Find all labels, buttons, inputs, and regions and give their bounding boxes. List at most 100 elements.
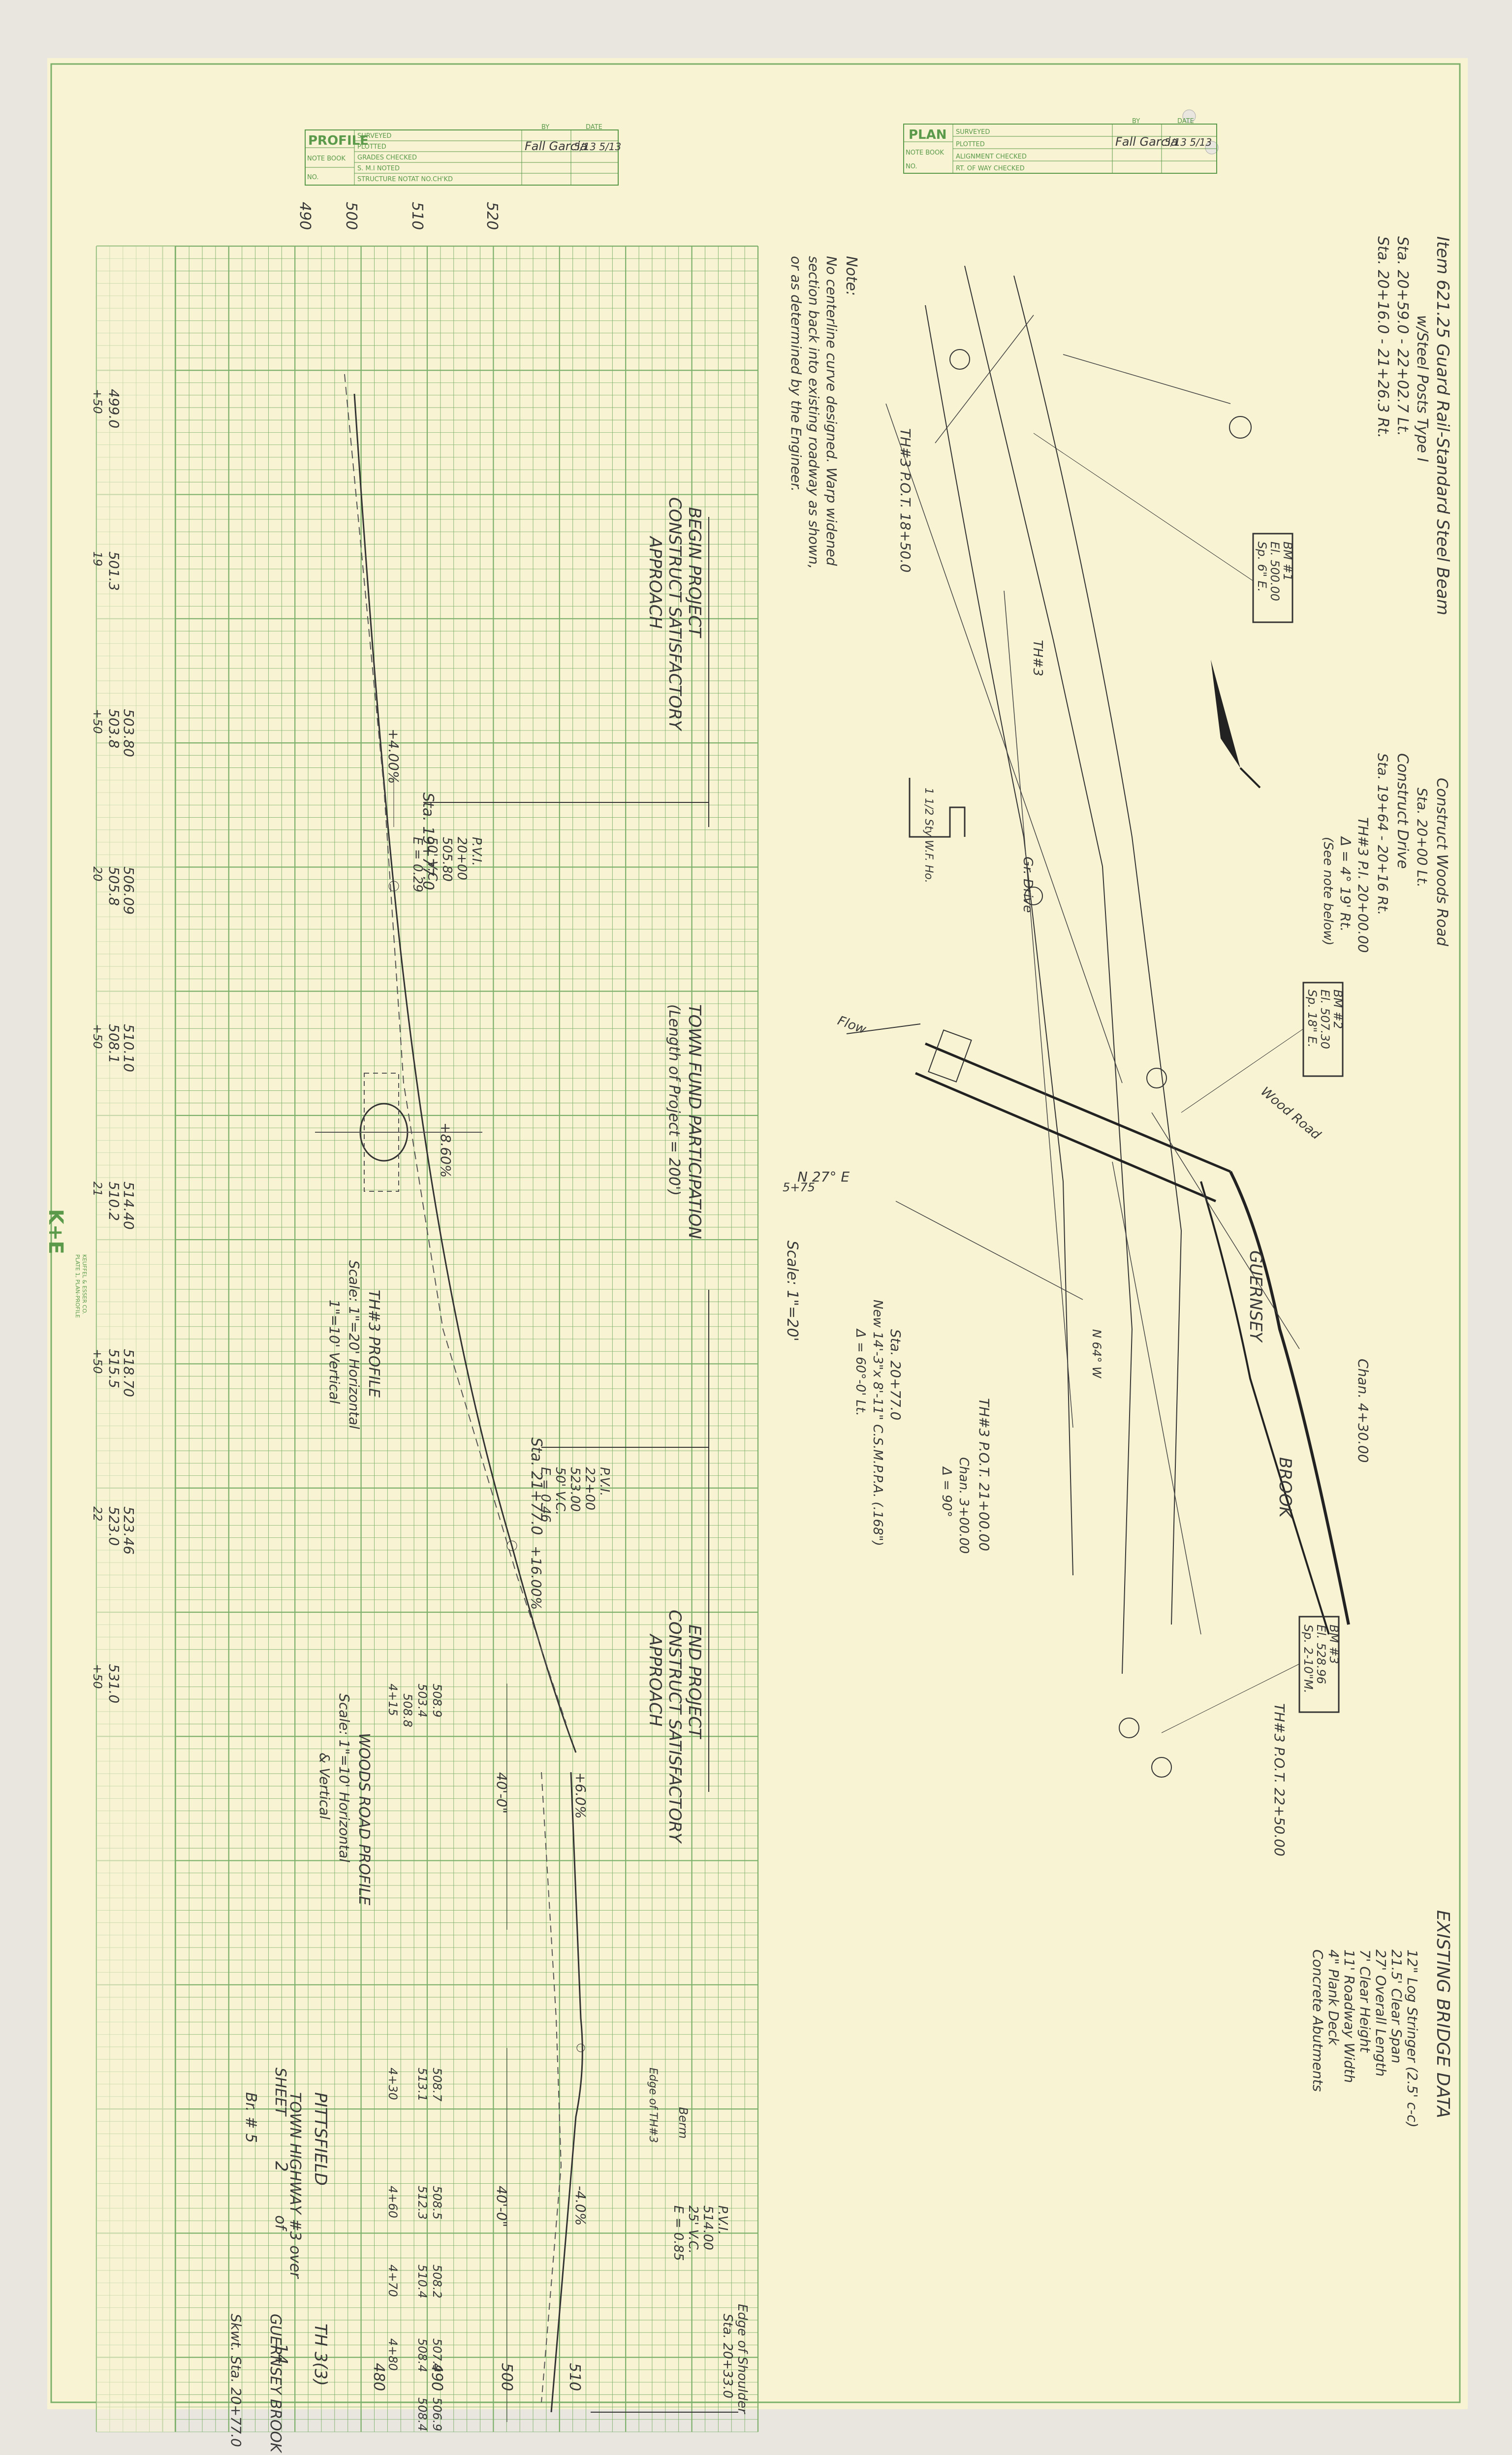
woods-station: 4+60: [386, 2186, 400, 2218]
plan-block-no: NO.: [906, 163, 917, 170]
woods-station: 4+30: [386, 2068, 400, 2100]
profile-block-row: PLOTTED: [357, 143, 386, 151]
plan-title-block: PLAN NOTE BOOK NO. SURVEYED PLOTTED ALIG…: [903, 118, 1217, 174]
station-2177: Sta. 21+77.0: [528, 1437, 545, 1535]
sheet-label: SHEET: [272, 2068, 289, 2117]
elevation-label: 480: [370, 2363, 387, 2391]
pvi2-line: 523.00: [567, 1467, 582, 1512]
elevation-label: 500: [343, 202, 360, 230]
delta2: Δ = 90°: [939, 1466, 954, 1517]
th3-pot2: TH#3 P.O.T. 21+00.00: [976, 1398, 992, 1551]
tree: [1151, 1757, 1172, 1778]
station-tick: 21: [91, 1181, 104, 1197]
plan-block-row: RT. OF WAY CHECKED: [956, 165, 1025, 172]
profile-block-date-header: DATE: [586, 124, 602, 131]
woods-pair: 508.4: [415, 2338, 429, 2372]
plan-block-by: Fall Garcia: [1115, 135, 1178, 149]
punch-hole-2: [1205, 141, 1219, 155]
profile-elevation-existing: 499.0: [106, 389, 122, 428]
th3-delta: Δ = 4° 19' Rt.: [1337, 836, 1354, 932]
begin-project-note: BEGIN PROJECT: [685, 507, 704, 638]
road-edge-right: [1013, 275, 1182, 1625]
plan-scale: Scale: 1"=20': [784, 1241, 801, 1341]
ke-logo-line2: KEUFFEL & ESSER CO.: [81, 1254, 88, 1314]
pvi1-line: E = 0.29: [410, 837, 425, 893]
end-project-sub1: CONSTRUCT SATISFACTORY: [665, 1610, 685, 1844]
north-arrow: [1211, 660, 1240, 768]
station-tick: 19: [91, 551, 104, 567]
sta-2077: Sta. 20+77.0: [887, 1329, 904, 1420]
profile-block-title: PROFILE: [308, 133, 369, 148]
pvi2-line: 22+00: [582, 1467, 597, 1510]
bm2-line: BM #2: [1331, 989, 1345, 1029]
plan-block-row: ALIGNMENT CHECKED: [956, 153, 1027, 160]
woods-pair: 508.8: [401, 1693, 414, 1727]
woods-grade-2: -4.0%: [572, 2186, 589, 2226]
th3-pot3: TH#3 P.O.T. 22+50.00: [1271, 1703, 1288, 1856]
tree: [1229, 416, 1252, 439]
th3-profile-scale1: Scale: 1"=20' Horizontal: [346, 1260, 362, 1429]
pvi1-line: 505.80: [440, 837, 454, 882]
profile-block-by: Fall Garcia: [525, 139, 587, 153]
guernsey-label: GUERNSEY: [1246, 1250, 1265, 1343]
bm3-line: Sp. 2-10"M.: [1301, 1625, 1315, 1693]
bridge-data-title: EXISTING BRIDGE DATA: [1433, 1910, 1453, 2118]
station-tick: +50: [91, 1349, 104, 1374]
town-highway: TOWN HIGHWAY #3 over: [286, 2092, 304, 2279]
woods-profile-scale2: & Vertical: [316, 1753, 333, 1819]
pvi2-line: E = 0.46: [538, 1467, 553, 1523]
th3-profile-title: TH#3 PROFILE: [365, 1290, 382, 1398]
town-fund-sub: (Length of Project = 200'): [665, 1004, 683, 1196]
berm-label: Berm: [676, 2107, 690, 2138]
elevation-label: 490: [428, 2363, 445, 2391]
house-label: 1 1/2 Sty W.F. Ho.: [922, 788, 935, 883]
profile-elevation-existing: 523.0: [106, 1506, 122, 1546]
bridge-data-line: 11' Roadway Width: [1341, 1949, 1357, 2083]
station-2033: Sta. 20+33.0: [720, 2314, 735, 2398]
bridge-data-line: 27' Overall Length: [1373, 1949, 1389, 2076]
bm1-line: El. 500.00: [1268, 542, 1282, 601]
see-note: (See note below): [1321, 837, 1335, 946]
profile-block-by-header: BY: [541, 124, 549, 131]
pvi2-line: P.V.I.: [597, 1467, 612, 1496]
road-edge-left: [925, 305, 1073, 1576]
profile-block-row: SURVEYED: [357, 132, 391, 140]
pvi1-line: 50' V.C.: [425, 837, 440, 885]
brook-label: BROOK: [1275, 1457, 1295, 1519]
delta3: Δ = 60°-0' Lt.: [853, 1328, 868, 1416]
bearing-2: N 64° W: [1090, 1329, 1103, 1379]
profile-elevation-existing: 510.2: [106, 1181, 122, 1221]
bridge-data-line: 4" Plank Deck: [1325, 1949, 1342, 2046]
profile-title-block: PROFILE NOTE BOOK NO. SURVEYED PLOTTED G…: [305, 124, 621, 186]
profile-block-no: NO.: [307, 174, 319, 181]
woods-station: 4+15: [386, 1684, 400, 1716]
plan-annotations: Item 621.25 Guard Rail-Standard Steel Be…: [783, 236, 1453, 2128]
plan-block-date-header: DATE: [1177, 118, 1194, 125]
brook-bank-1: [1229, 1171, 1350, 1625]
woods-pair: 513.1: [415, 2068, 429, 2102]
profile-elevation-existing: 501.3: [106, 551, 122, 591]
elevation-label: 520: [483, 202, 501, 230]
new-pipe: New 14'-3"x 8'-11" C.S.M.P.P.A. (.168"): [870, 1300, 885, 1546]
end-project-note: END PROJECT: [685, 1625, 704, 1739]
bm2-line: Sp. 18" E.: [1305, 989, 1319, 1048]
ke-logo-line1: PLATE 1, PLAN-PROFILE: [74, 1254, 81, 1318]
profile-elevation-proposed: 523.46: [121, 1506, 137, 1555]
station-tick: 22: [91, 1506, 104, 1522]
profile-block-row: S. M.I NOTED: [357, 165, 400, 172]
woods-pair: 507.9: [430, 2338, 444, 2372]
th3-pot1: TH#3 P.O.T. 18+50.0: [897, 428, 914, 573]
bridge-data-line: 12" Log Stringer (2.5' c-c): [1404, 1949, 1420, 2128]
plan-note-line: No centerline curve designed. Warp widen…: [823, 256, 840, 566]
profile-elevation-existing: 503.8: [106, 709, 122, 748]
begin-project-sub1: CONSTRUCT SATISFACTORY: [665, 497, 685, 732]
woods-pair: 512.3: [415, 2186, 429, 2220]
profile-elevation-proposed: 510.10: [121, 1024, 137, 1072]
bridge-data-line: 7' Clear Height: [1357, 1949, 1373, 2053]
tree: [949, 349, 970, 370]
woods-dist: 40'-0": [494, 1772, 510, 1814]
house-outline: [909, 778, 966, 838]
ke-logo: K+E PLATE 1, PLAN-PROFILE KEUFFEL & ESSE…: [44, 1209, 88, 1318]
woods-pair: 508.9: [430, 1684, 444, 1718]
drive-sta: Sta. 19+64 - 20+16 Rt.: [1375, 753, 1391, 915]
